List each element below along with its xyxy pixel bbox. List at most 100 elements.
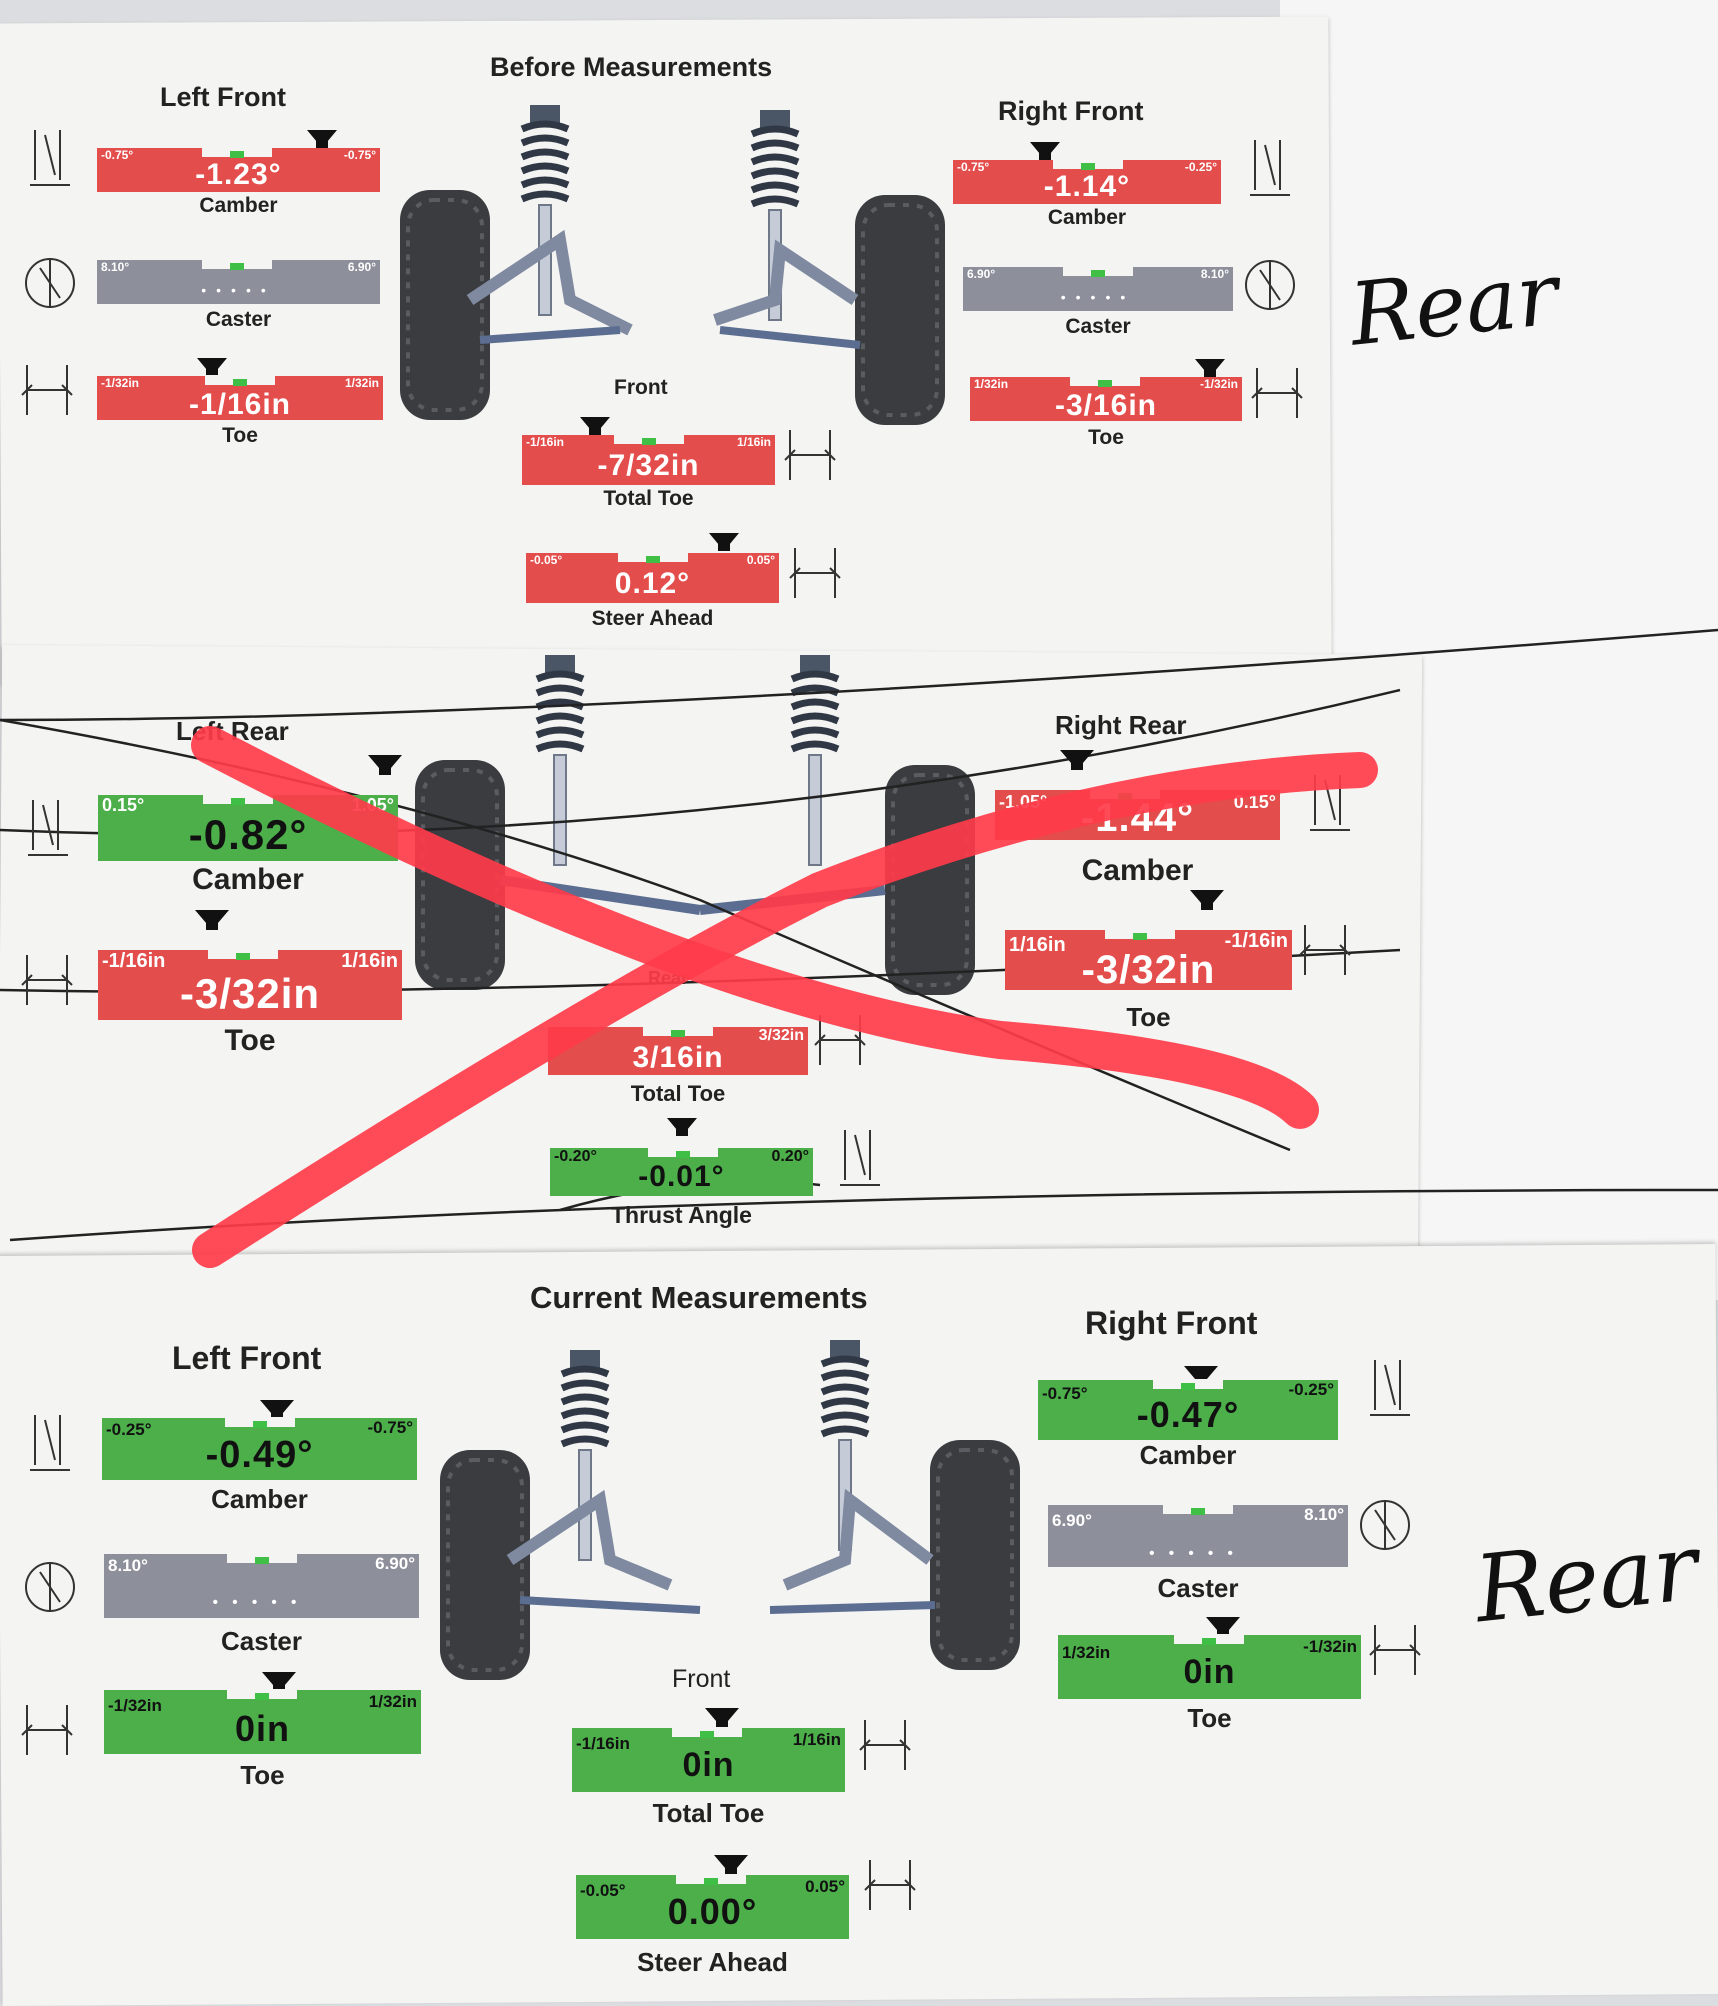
camber-max: -0.75° [343, 148, 376, 162]
toe-min: -1/16in [102, 950, 166, 972]
arrow-down-icon [1206, 1617, 1240, 1637]
current-left-front-caster-gauge: 8.10° 6.90° ••••• Caster [104, 1553, 419, 1656]
toe-value: -1/16in [188, 388, 292, 421]
steer-ahead-min: -0.05° [580, 1881, 626, 1900]
camber-value: -1.23° [195, 158, 282, 191]
caster-icon [25, 257, 75, 309]
steer-ahead-max: 0.05° [805, 1877, 845, 1896]
left-rear-heading: Left Rear [176, 716, 289, 746]
before-left-front-camber-gauge: -0.75° -0.75° -1.23° Camber [97, 130, 380, 218]
arrow-down-icon [580, 417, 610, 435]
steer-ahead-label: Steer Ahead [637, 1947, 788, 1977]
toe-icon [21, 1704, 73, 1756]
camber-min: -0.75° [1042, 1384, 1088, 1403]
camber-label: Camber [1047, 206, 1127, 229]
toe-label: Toe [1088, 426, 1124, 449]
camber-max: -0.75° [367, 1418, 413, 1437]
camber-value: -1.14° [1043, 170, 1131, 203]
current-left-front-camber-gauge: -0.25° -0.75° -0.49° Camber [102, 1400, 417, 1518]
current-left-front-heading: Left Front [172, 1340, 322, 1376]
thrust-angle-value: -0.01° [638, 1160, 725, 1193]
current-front-label: Front [672, 1665, 731, 1693]
total-toe-value: -7/32in [597, 449, 700, 482]
toe-max: -1/32in [1303, 1637, 1357, 1656]
current-right-wheel-illustration [769, 1340, 1022, 1672]
toe-min: -1/32in [108, 1696, 162, 1715]
spec-indicator [1133, 933, 1147, 940]
left-rear-camber-gauge: 0.15° 1.05° -0.82° Camber [98, 755, 402, 896]
spec-indicator [233, 379, 247, 386]
steer-ahead-value: 0.00° [667, 1891, 758, 1932]
arrow-down-icon [1195, 359, 1225, 377]
current-right-front-heading: Right Front [1085, 1305, 1258, 1341]
before-left-front-caster-gauge: 8.10° 6.90° ••••• Caster [97, 259, 380, 335]
current-right-front-caster-gauge: 6.90° 8.10° ••••• Caster [1048, 1504, 1348, 1605]
toe-min: 1/32in [1062, 1643, 1111, 1662]
total-toe-label: Total Toe [652, 1798, 765, 1828]
caster-min: 8.10° [101, 260, 130, 274]
before-left-front-toe-gauge: -1/32in 1/32in -1/16in Toe [97, 358, 383, 447]
thrust-angle-gauge: -0.20° 0.20° -0.01° Thrust Angle [550, 1118, 813, 1233]
spec-indicator [231, 798, 245, 805]
current-right-front-camber-gauge: -0.75° -0.25° -0.47° Camber [1038, 1366, 1338, 1480]
total-toe-value: 3/16in [632, 1041, 724, 1074]
right-rear-heading: Right Rear [1055, 710, 1187, 740]
camber-icon [27, 799, 69, 856]
caster-min: 6.90° [967, 267, 996, 281]
spec-indicator [1191, 1508, 1205, 1515]
before-total-toe-gauge: -1/16in 1/16in -7/32in Total Toe [522, 417, 775, 513]
toe-label: Toe [240, 1760, 285, 1790]
caster-max: 6.90° [347, 260, 376, 274]
toe-min: 1/32in [974, 377, 1009, 391]
total-toe-max: 1/16in [736, 435, 771, 449]
arrow-down-icon [1190, 890, 1224, 910]
spec-indicator [236, 953, 250, 960]
camber-min: -0.75° [957, 160, 990, 174]
before-right-front-heading: Right Front [998, 96, 1144, 126]
camber-min: -0.75° [101, 148, 134, 162]
caster-label: Caster [1157, 1573, 1239, 1603]
camber-value: -1.44° [1080, 796, 1195, 840]
total-toe-label: Total Toe [603, 487, 694, 510]
spec-indicator [704, 1878, 718, 1885]
before-right-wheel-illustration [713, 110, 947, 427]
total-toe-value: 0in [682, 1746, 735, 1784]
toe-value: -3/16in [1054, 389, 1158, 422]
toe-value: -3/32in [1081, 948, 1216, 992]
caster-icon [1245, 259, 1295, 311]
current-left-wheel-illustration [438, 1350, 701, 1682]
thrust-angle-icon [839, 1129, 881, 1186]
spec-indicator [646, 556, 660, 563]
caster-label: Caster [1065, 315, 1131, 338]
rear-total-toe-gauge: 3/32in 3/16in Total Toe [548, 1026, 808, 1107]
camber-min: -0.25° [106, 1420, 152, 1439]
toe-icon [1369, 1624, 1421, 1676]
spec-indicator [1098, 380, 1112, 387]
total-toe-min: -1/16in [576, 1734, 630, 1753]
steer-ahead-value: 0.12° [614, 567, 691, 600]
spec-indicator [1181, 1383, 1195, 1390]
camber-value: -0.47° [1136, 1394, 1240, 1435]
spec-indicator [700, 1731, 714, 1738]
camber-icon [29, 129, 71, 186]
spec-indicator [1118, 793, 1132, 800]
camber-value: -0.49° [205, 1434, 314, 1476]
arrow-down-icon [705, 1708, 739, 1728]
caster-label: Caster [221, 1626, 302, 1656]
total-toe-icon [859, 1719, 911, 1771]
caster-icon [25, 1561, 75, 1613]
spec-indicator [255, 1693, 269, 1700]
camber-min: 0.15° [102, 795, 145, 815]
arrow-down-icon [195, 910, 229, 930]
camber-icon [1369, 1359, 1411, 1416]
caster-max: 8.10° [1304, 1505, 1344, 1524]
caster-icon [1360, 1499, 1410, 1551]
caster-label: Caster [205, 308, 272, 331]
spec-indicator [1081, 163, 1095, 170]
caster-min: 6.90° [1052, 1511, 1092, 1530]
spec-indicator [255, 1557, 269, 1564]
toe-value: 0in [234, 1708, 290, 1749]
rear-label: Rear [648, 968, 689, 988]
arrow-down-icon [1060, 750, 1094, 770]
toe-icon [21, 954, 73, 1006]
